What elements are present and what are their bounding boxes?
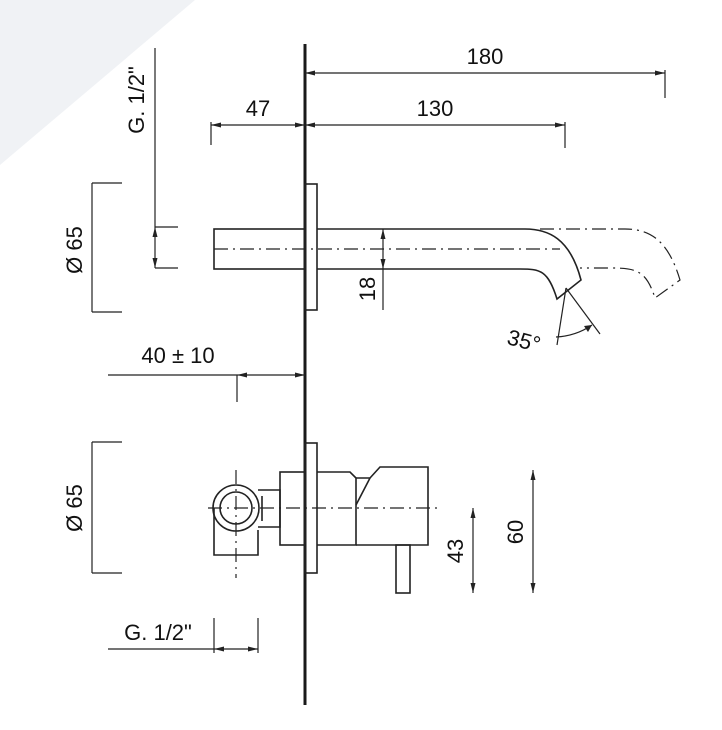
label-180: 180 [467,44,504,69]
label-thread-lower: G. 1/2" [124,620,192,645]
dimension-43 [470,508,476,593]
mixer-lever [395,544,411,594]
mixer-handle [356,466,429,546]
label-diameter-lower: Ø 65 [62,484,87,532]
label-diameter-upper: Ø 65 [62,226,87,274]
label-130: 130 [417,96,454,121]
spout-long-outline [540,228,681,299]
spout-wall-plate [304,183,318,311]
dimension-18 [380,229,386,310]
spout-assembly [213,183,681,346]
label-lever-height: 43 [443,539,468,563]
spout-body [317,228,582,301]
dimension-diameter-upper [91,182,122,313]
dimension-thread-lower [108,618,259,653]
dimension-180 [305,70,666,98]
dimension-diameter-lower [91,441,122,574]
dimension-60 [530,470,536,593]
label-wall-adjustment: 40 ± 10 [141,343,214,368]
label-spout-height: 18 [355,277,380,301]
label-thread-upper: G. 1/2" [124,66,149,134]
dimension-47 [210,122,305,145]
dimension-thread-upper [152,48,178,269]
dimension-wall-adjustment [108,372,305,402]
label-spout-angle: 35° [505,324,544,357]
corner-shade [0,0,195,165]
label-47: 47 [246,96,270,121]
label-mixer-height: 60 [503,520,528,544]
mixer-assembly [208,442,440,594]
dimension-130 [305,122,566,148]
